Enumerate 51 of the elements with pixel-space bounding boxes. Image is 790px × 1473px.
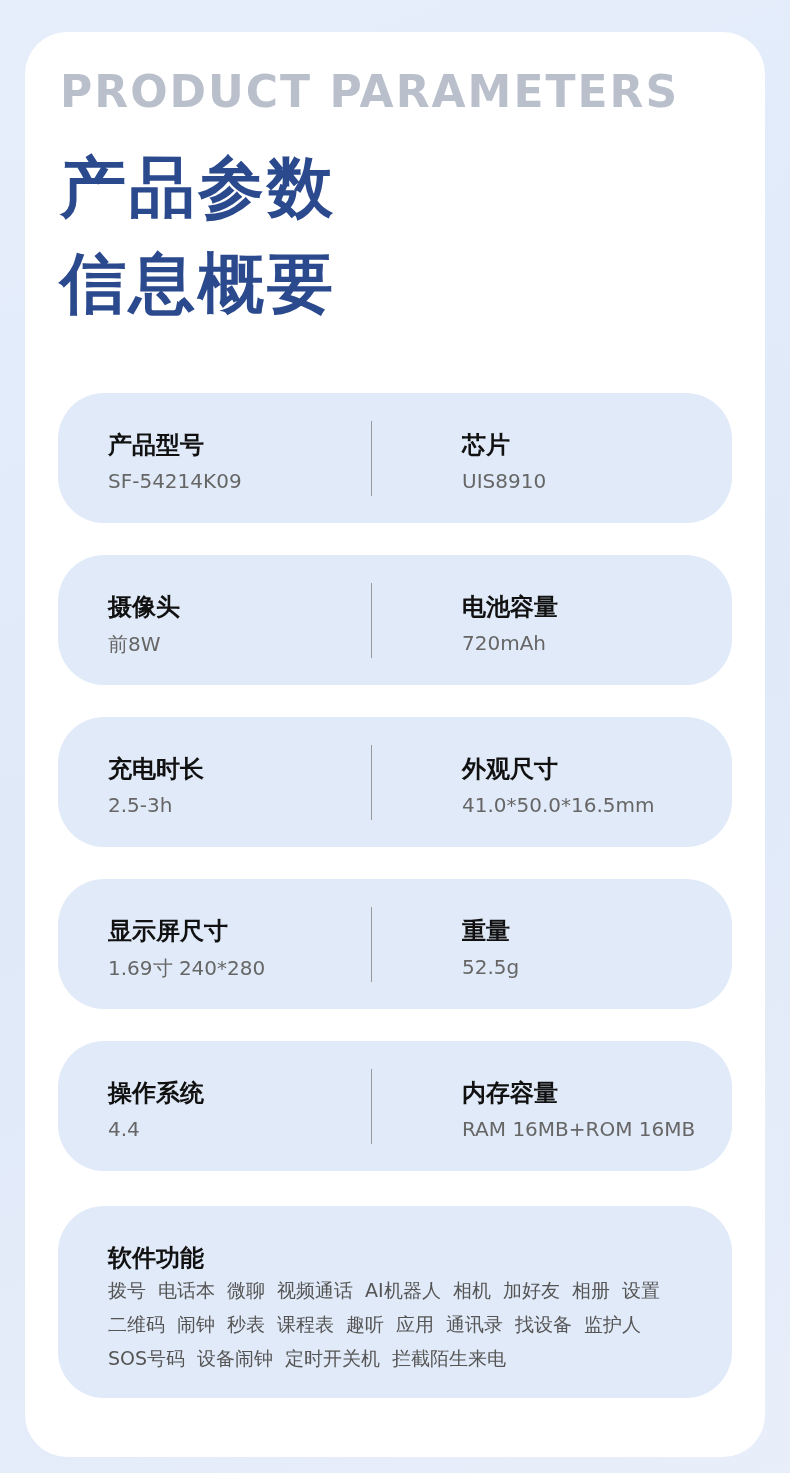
spec-value: RAM 16MB+ROM 16MB [462, 1117, 696, 1141]
feature-item: 通讯录 [446, 1312, 503, 1336]
feature-item: 趣听 [346, 1312, 384, 1336]
feature-item: 视频通话 [277, 1278, 353, 1302]
spec-card [58, 717, 732, 847]
page-title: 产品参数信息概要 [60, 148, 337, 324]
spec-card [58, 1206, 732, 1398]
spec-card [58, 879, 732, 1009]
spec-heading: 重量 [462, 916, 510, 947]
feature-item: 秒表 [227, 1312, 265, 1336]
background-text: PRODUCT PARAMETERS [60, 66, 680, 118]
feature-item: 电话本 [158, 1278, 215, 1302]
feature-item: AI机器人 [365, 1278, 441, 1302]
feature-item: 拨号 [108, 1278, 146, 1302]
spec-value: 前8W [108, 631, 161, 658]
spec-value: 1.69寸 240*280 [108, 955, 266, 982]
feature-item: 微聊 [227, 1278, 265, 1302]
feature-item: 定时开关机 [285, 1346, 381, 1370]
feature-item: SOS号码 [108, 1346, 186, 1370]
spec-card [58, 393, 732, 523]
spec-heading: 内存容量 [462, 1078, 558, 1109]
spec-heading: 电池容量 [462, 592, 558, 623]
spec-heading: 软件功能 [108, 1243, 204, 1274]
spec-heading: 摄像头 [108, 592, 180, 623]
spec-heading: 充电时长 [108, 754, 204, 785]
spec-heading: 外观尺寸 [462, 754, 558, 785]
feature-item: 课程表 [277, 1312, 334, 1336]
spec-heading: 操作系统 [108, 1078, 204, 1109]
spec-value: 2.5-3h [108, 793, 173, 817]
spec-value: 41.0*50.0*16.5mm [462, 793, 655, 817]
feature-item: 闹钟 [177, 1312, 215, 1336]
feature-item: 相机 [452, 1278, 491, 1302]
spec-card [58, 555, 732, 685]
feature-item: 相册 [571, 1278, 610, 1302]
spec-heading: 产品型号 [108, 430, 204, 461]
feature-item: 设备闹钟 [197, 1346, 274, 1370]
feature-item: 加好友 [502, 1278, 560, 1302]
feature-item: 找设备 [515, 1312, 572, 1336]
spec-value: 720mAh [462, 631, 546, 655]
spec-value: 52.5g [462, 955, 520, 979]
feature-item: 二维码 [108, 1312, 165, 1336]
spec-card [58, 1041, 732, 1171]
feature-item: 应用 [396, 1312, 434, 1336]
spec-heading: 显示屏尺寸 [108, 916, 228, 947]
feature-item: 设置 [621, 1278, 660, 1302]
feature-item: 监护人 [584, 1312, 641, 1336]
spec-value: 4.4 [108, 1117, 140, 1141]
spec-heading: 芯片 [462, 430, 510, 461]
feature-item: 拦截陌生来电 [392, 1346, 507, 1370]
spec-value: UIS8910 [462, 469, 547, 493]
spec-value: SF-54214K09 [108, 469, 242, 493]
